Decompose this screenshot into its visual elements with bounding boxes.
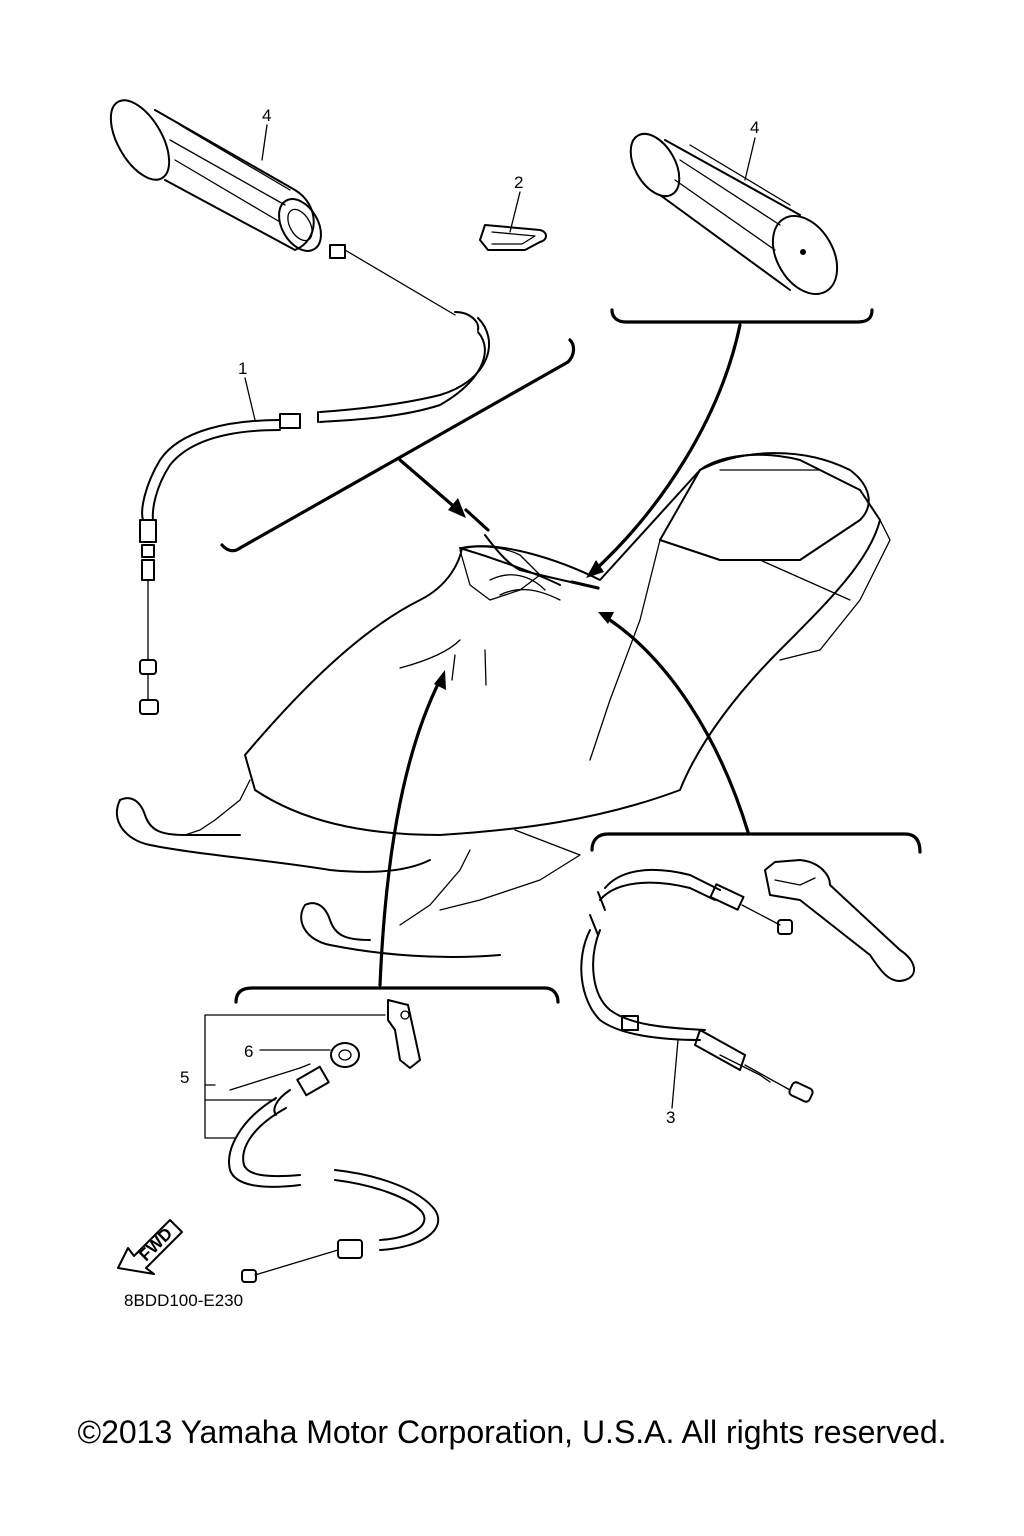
fwd-direction-arrow: FWD <box>117 1219 183 1275</box>
choke-cable-assembly <box>204 999 440 1283</box>
callout-4-left: 4 <box>262 106 271 125</box>
copyright-notice: ©2013 Yamaha Motor Corporation, U.S.A. A… <box>77 1414 947 1450</box>
left-grip <box>109 99 322 252</box>
group-brackets <box>220 308 922 1004</box>
pointer-arrows <box>378 323 750 987</box>
callout-1: 1 <box>238 359 247 378</box>
callout-6: 6 <box>244 1042 253 1061</box>
callout-5: 5 <box>180 1068 189 1087</box>
leader-lines <box>244 124 756 1109</box>
clip-part <box>479 224 547 251</box>
callout-3: 3 <box>666 1108 675 1127</box>
right-grip <box>629 132 839 295</box>
callout-4-right: 4 <box>750 118 759 137</box>
callout-2: 2 <box>514 173 523 192</box>
brake-lever-cable <box>580 859 915 1103</box>
diagram-code: 8BDD100-E230 <box>124 1291 243 1310</box>
snowmobile-body <box>115 452 891 958</box>
throttle-cable <box>139 244 491 715</box>
